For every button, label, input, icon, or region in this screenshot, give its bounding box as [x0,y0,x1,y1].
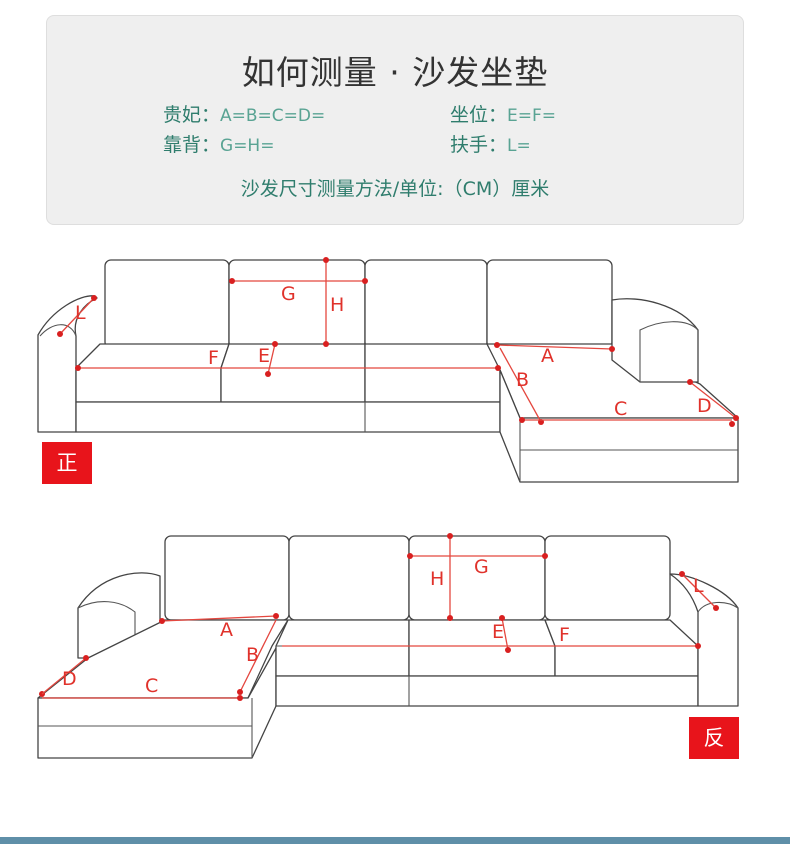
chaise-value: A=B=C=D= [220,106,326,126]
front-label-g: G [281,283,296,305]
measurement-info-panel: 如何测量 · 沙发坐垫 贵妃：A=B=C=D= 坐位：E=F= 靠背：G=H= … [46,15,744,225]
front-label-b: B [516,369,529,391]
front-seat-cushion-3 [364,343,501,403]
seat-value: E=F= [507,106,557,126]
front-label-h: H [330,294,344,316]
front-label-f: F [208,347,219,369]
unit-note: 沙发尺寸测量方法/单位:（CM）厘米 [240,178,550,200]
reverse-label-h: H [430,568,444,590]
reverse-label-b: B [246,644,259,666]
reverse-label-l: L [693,575,704,597]
reverse-label-g: G [474,556,489,578]
front-measurements: L G H F E A B C D [57,257,739,427]
front-view-badge: 正 [42,442,92,484]
reverse-measurements: A B C D H G E F L [39,533,719,701]
backrest-row: 靠背：G=H= [163,130,274,157]
reverse-back-cushion-1 [164,535,290,621]
front-sofa-base [75,401,501,433]
reverse-seat-cushion-2 [408,619,556,677]
reverse-label-d: D [62,668,77,690]
bottom-divider-bar [0,837,790,844]
front-back-cushion-1 [104,259,230,349]
front-right-armrest [611,298,699,383]
reverse-label-a: A [220,619,233,641]
front-back-cushion-4 [486,259,613,349]
reverse-seat-cushion-1 [275,619,410,677]
reverse-view-badge: 反 [689,717,739,759]
front-back-cushion-2 [228,259,366,349]
backrest-label: 靠背： [163,134,221,156]
front-label-d: D [697,395,712,417]
reverse-right-armrest [669,573,739,707]
reverse-label-c: C [145,675,158,697]
armrest-value: L= [507,136,531,156]
page-title: 如何测量 · 沙发坐垫 [241,53,549,92]
front-seat-cushion-1 [75,343,230,403]
front-sofa-diagram: L G H F E A B C D [37,257,739,483]
armrest-row: 扶手：L= [450,130,531,157]
front-back-cushion-3 [364,259,488,349]
reverse-back-cushion-2 [288,535,410,621]
reverse-sofa-base [275,675,699,707]
chaise-row: 贵妃：A=B=C=D= [163,100,325,127]
backrest-value: G=H= [220,136,275,156]
front-seat-cushion-2 [220,343,366,403]
front-label-c: C [614,398,627,420]
seat-label: 坐位： [450,104,508,126]
reverse-back-cushion-4 [544,535,671,621]
chaise-label: 贵妃： [163,104,221,126]
reverse-label-e: E [492,621,504,643]
front-label-l: L [75,302,86,324]
armrest-label: 扶手： [450,134,508,156]
reverse-sofa-diagram: A B C D H G E F L [37,533,739,759]
reverse-label-f: F [559,624,570,646]
seat-row: 坐位：E=F= [450,100,556,127]
front-label-e: E [258,345,270,367]
front-label-a: A [541,345,554,367]
